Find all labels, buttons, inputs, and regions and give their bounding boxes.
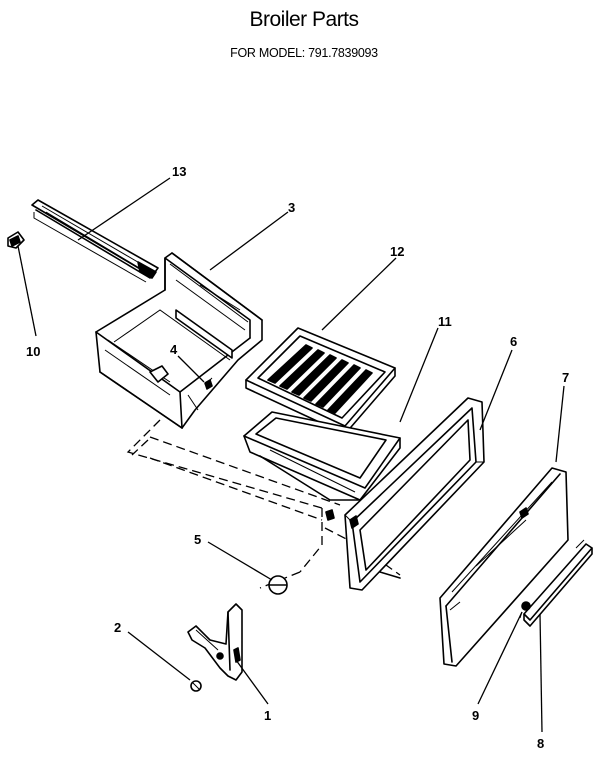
page-title: Broiler Parts — [249, 8, 359, 31]
part-2-screw — [190, 680, 202, 692]
callout-7: 7 — [562, 370, 569, 385]
callout-3: 3 — [288, 200, 295, 215]
part-6-door-frame — [344, 397, 485, 591]
grid-slots — [267, 344, 373, 414]
part-7-door-panel — [439, 467, 569, 667]
part-1-bracket — [187, 603, 243, 681]
part-8-handle — [523, 539, 593, 627]
leader-lines — [17, 177, 565, 733]
callout-12: 12 — [390, 244, 404, 259]
part-10-clip — [7, 231, 25, 249]
part-11-broiler-pan — [243, 411, 401, 521]
callout-9: 9 — [472, 708, 479, 723]
callout-11: 11 — [438, 314, 452, 329]
callout-5: 5 — [194, 532, 201, 547]
callout-8: 8 — [537, 736, 544, 751]
part-13-trim-strip — [31, 199, 159, 283]
part-12-broiler-grid — [245, 327, 396, 435]
callout-13: 13 — [172, 164, 186, 179]
part-5-roller — [268, 575, 288, 595]
callout-1: 1 — [264, 708, 271, 723]
callout-4: 4 — [170, 342, 178, 357]
model-subtitle: FOR MODEL: 791.7839093 — [230, 46, 378, 60]
callout-6: 6 — [510, 334, 517, 349]
callout-2: 2 — [114, 620, 121, 635]
callout-10: 10 — [26, 344, 40, 359]
callout-labels: 13 3 12 11 6 7 10 4 5 2 1 9 8 — [26, 164, 569, 751]
part-3-drawer-body — [95, 252, 263, 429]
